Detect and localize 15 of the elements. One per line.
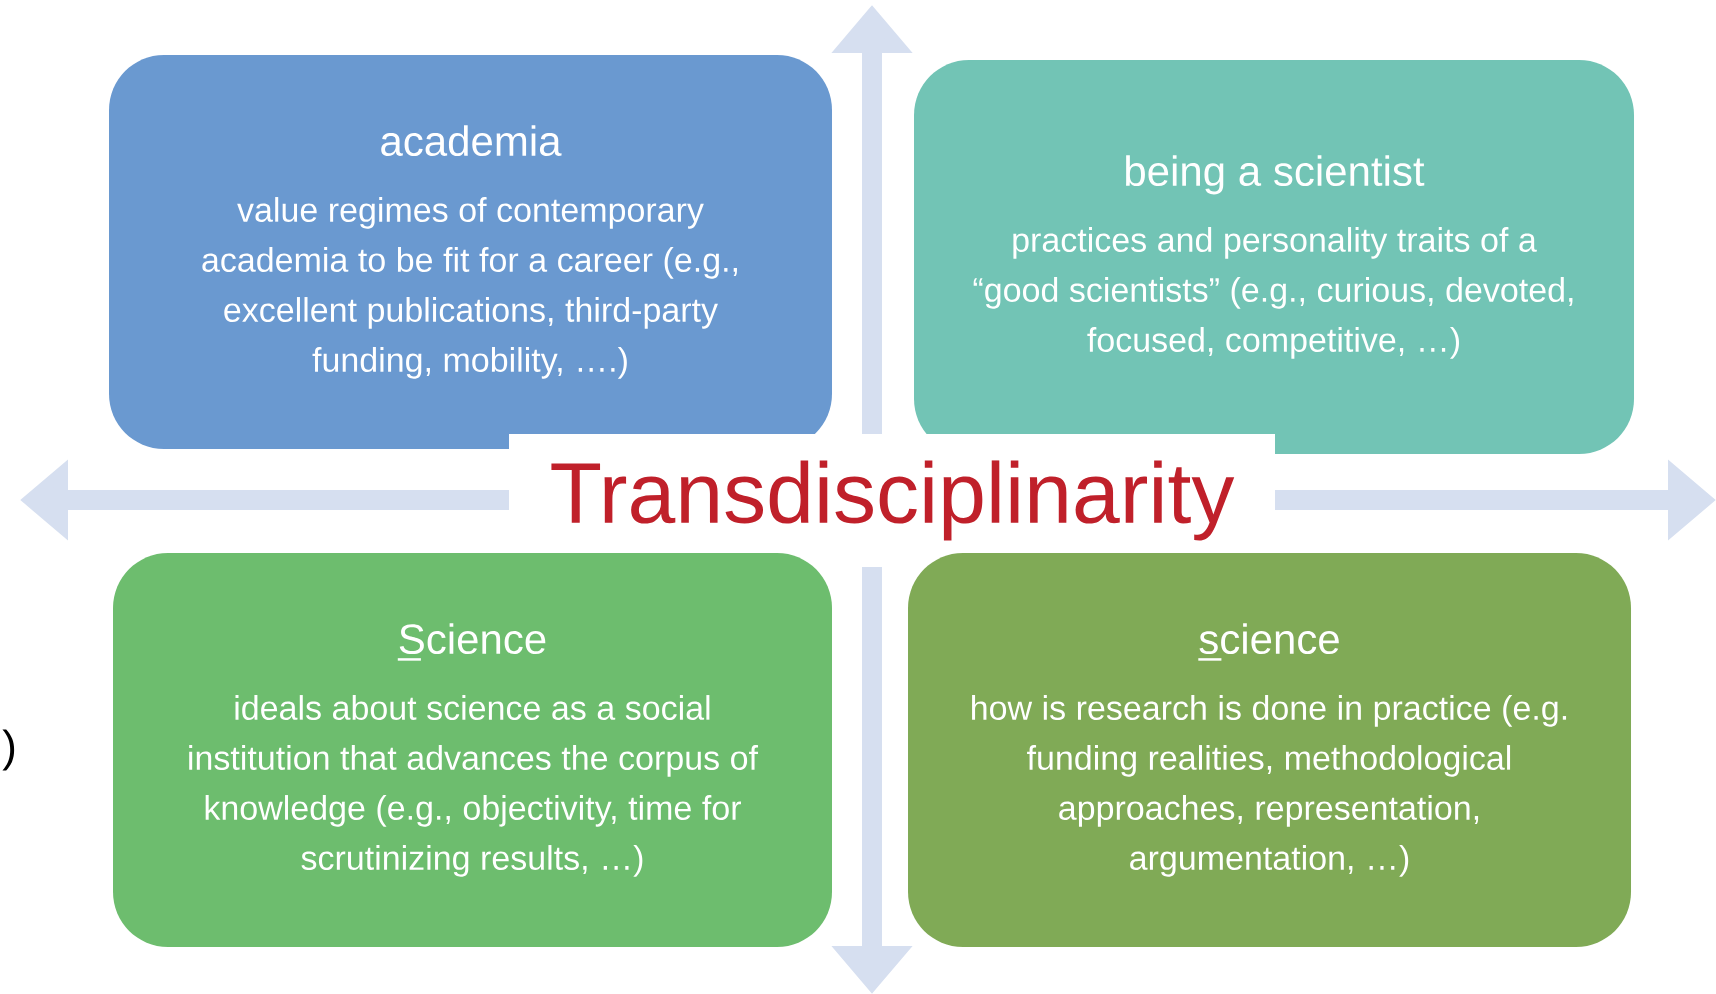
rounded-box [908, 553, 1631, 947]
rounded-box [109, 55, 832, 449]
bracket-text: ) [2, 729, 15, 771]
box-description: how is research is done in practice (e.g. funding realities, methodological approaches, representation, argumentation, …) [972, 695, 1567, 877]
rounded-box [113, 553, 832, 947]
rounded-box [914, 60, 1634, 454]
box-description: value regimes of contemporary academia to be fit for a career (e.g., excellent publications, third-party funding, mobility, ….) [202, 197, 737, 379]
title-box: Transdisciplinarity [509, 434, 1275, 567]
box-description: practices and personality traits of a “good scientists” (e.g., curious, devoted, focused, competitive, …) [973, 227, 1573, 359]
box-heading: science [1198, 623, 1339, 661]
node-label: Transdisciplinarity [551, 460, 1235, 541]
box-heading: academia [381, 125, 562, 157]
box-heading: Science [397, 623, 546, 661]
box-description: ideals about science as a social institution that advances the corpus of knowledge (e.g., objectivity, time for scrutinizing results, …) [189, 695, 759, 877]
box-heading: being a scientist [1126, 155, 1425, 195]
